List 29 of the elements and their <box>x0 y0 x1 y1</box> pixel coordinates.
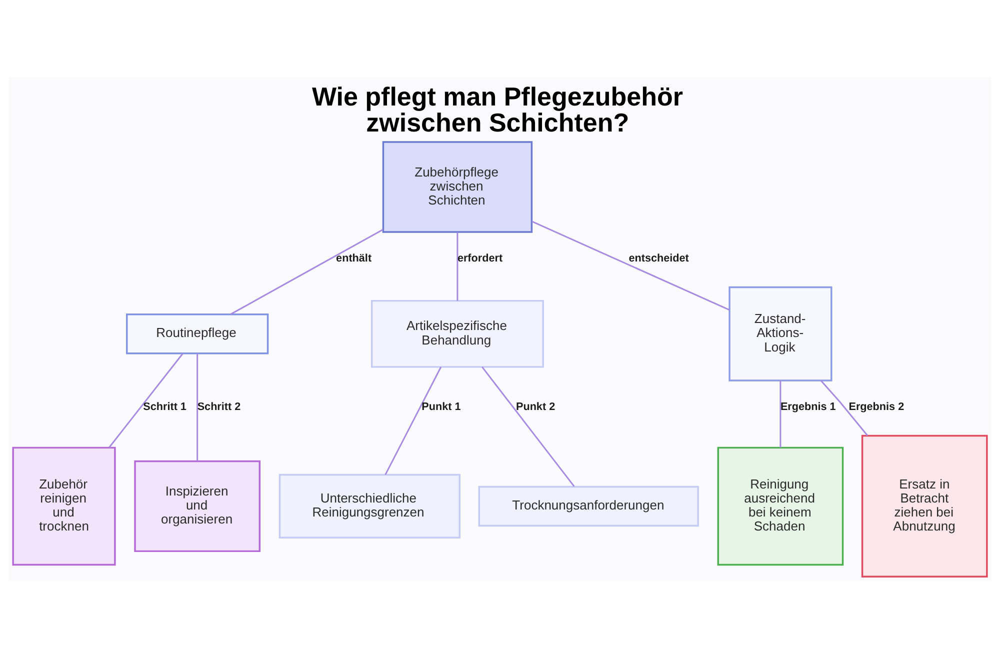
edge-label: entscheidet <box>628 252 689 264</box>
connector <box>820 380 868 436</box>
edge-label: Schritt 1 <box>143 400 186 413</box>
connector <box>780 380 782 448</box>
node-box: Inspizieren und organisieren <box>134 460 261 552</box>
edge-label: Ergebnis 1 <box>780 400 836 413</box>
edge-label: Schritt 2 <box>197 400 241 413</box>
edge-label: erfordert <box>457 252 503 264</box>
node-box: Zubehörpflege zwischen Schichten <box>382 141 533 233</box>
connector <box>230 228 384 315</box>
edge-label: enthält <box>336 252 372 264</box>
edge-label: Punkt 2 <box>516 400 556 413</box>
node-box: Zustand-Aktions-Logik <box>728 286 832 382</box>
connector <box>482 366 575 487</box>
node-box: Zubehör reinigen und trocknen <box>12 446 116 566</box>
connector <box>196 354 198 461</box>
node-box: Reinigung ausreichend bei keinem Schaden <box>717 446 844 566</box>
connector <box>456 232 458 301</box>
node-box: Ersatz in Betracht ziehen bei Abnutzung <box>861 434 988 578</box>
edge-label: Punkt 1 <box>422 400 461 413</box>
edge-label: Ergebnis 2 <box>848 400 904 413</box>
node-box: Unterschiedliche Reinigungsgrenzen <box>278 474 460 539</box>
connector <box>384 366 442 476</box>
connector <box>532 220 730 311</box>
node-box: Trocknungsanforderungen <box>478 486 699 527</box>
diagram-title: Wie pflegt man Pflegezubehör zwischen Schichten? <box>312 81 683 138</box>
node-box: Routinepflege <box>126 314 269 354</box>
node-box: Artikelspezifische Behandlung <box>370 300 544 368</box>
connector <box>108 353 184 448</box>
